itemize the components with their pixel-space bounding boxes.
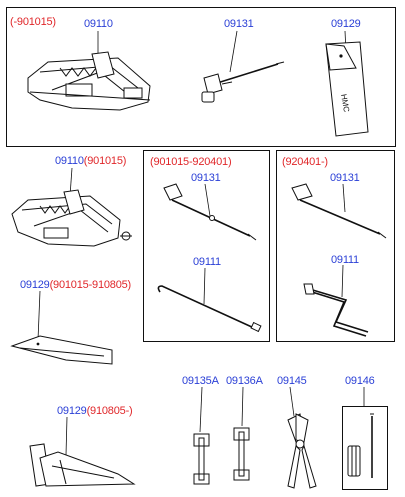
frame-top-old-set	[6, 7, 396, 147]
note-right-set: (920401-)	[282, 156, 328, 168]
handle-mid-illustration	[163, 183, 257, 241]
part-rod-mid: 09111	[193, 256, 221, 268]
screwdriver-illustration	[347, 413, 374, 478]
bag-stamp: HMC	[339, 93, 351, 113]
pliers-illustration	[287, 413, 317, 489]
part-jack-new-label: 09110(901015)	[55, 155, 126, 167]
wrench-b-illustration	[233, 427, 250, 481]
part-jack-new: 09110	[55, 155, 84, 167]
frame-right-set	[276, 150, 395, 342]
part-bag-old: 09129	[331, 18, 361, 30]
bag-old-illustration: HMC	[325, 41, 369, 137]
part-wrench-a: 09135A	[182, 375, 219, 387]
part-bag-mid-note: (901015-910805)	[49, 279, 132, 291]
part-pliers: 09145	[277, 375, 307, 387]
part-crank-right: 09111	[331, 254, 359, 266]
handle-old-illustration	[201, 61, 285, 103]
bag-new-illustration	[29, 443, 136, 487]
part-bag-mid: 09129	[20, 279, 50, 291]
part-bag-new: 09129	[57, 405, 87, 417]
part-handle-mid: 09131	[191, 172, 221, 184]
frame-mid-set	[143, 150, 270, 342]
part-handle-old: 09131	[224, 18, 254, 30]
note-mid-set: (901015-920401)	[150, 156, 232, 168]
jack-new-illustration	[11, 189, 132, 247]
part-bag-new-label: 09129(910805-)	[57, 405, 133, 417]
part-jack-old: 09110	[84, 18, 113, 30]
handle-right-illustration	[291, 183, 387, 239]
wrench-a-illustration	[193, 433, 210, 485]
part-handle-right: 09131	[330, 172, 360, 184]
part-bag-new-note: (910805-)	[86, 405, 133, 417]
part-bag-mid-label: 09129(901015-910805)	[20, 279, 131, 291]
frame-screwdriver	[342, 406, 388, 490]
part-wrench-b: 09136A	[226, 375, 263, 387]
note-top-old-set: (-901015)	[10, 16, 56, 28]
crank-right-illustration	[303, 283, 369, 337]
part-jack-new-note: (901015)	[83, 155, 127, 167]
bag-mid-illustration	[10, 335, 113, 365]
leader-lines	[37, 30, 365, 456]
part-screwdriver: 09146	[345, 375, 375, 387]
jack-old-illustration	[27, 51, 151, 111]
rod-mid-illustration	[157, 285, 262, 333]
